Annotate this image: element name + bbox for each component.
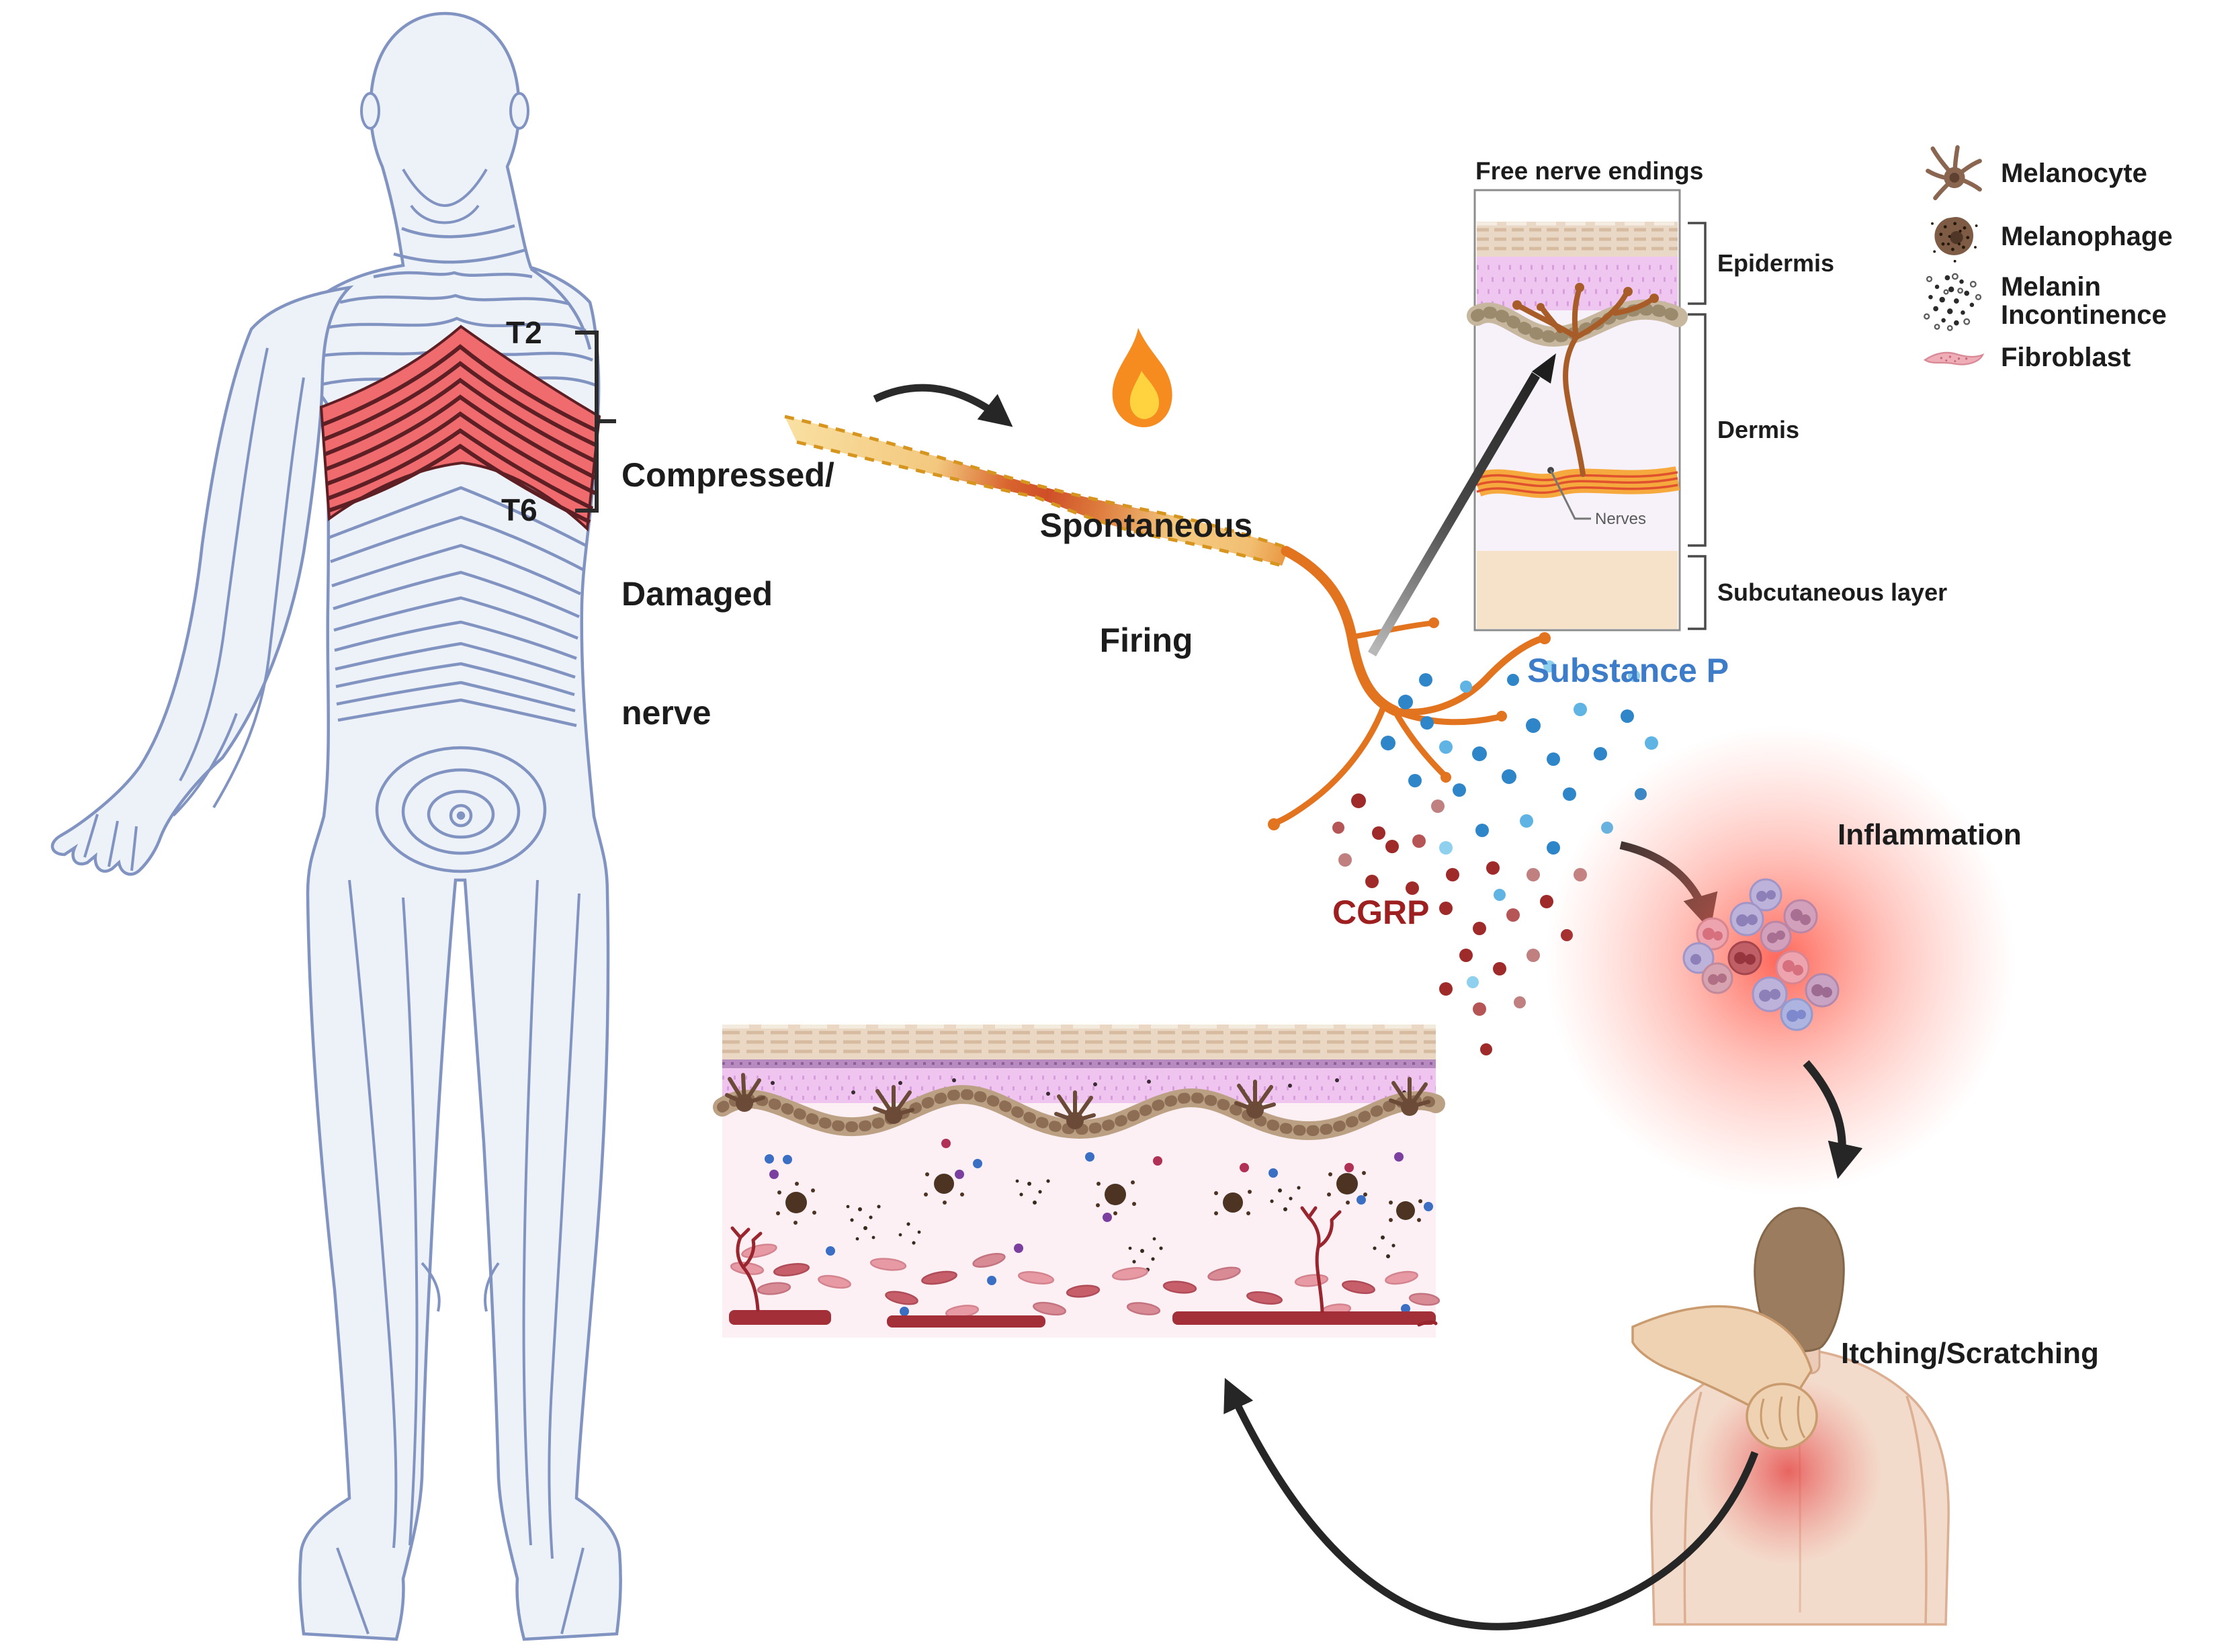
dermis-label: Dermis <box>1717 415 1800 443</box>
leg-dermatome-lines <box>336 879 585 1635</box>
fibroblast-icon <box>1916 339 1991 376</box>
legend: Melanocyte Melanophage <box>1916 142 2236 382</box>
legend-label-melanophage: Melanophage <box>2001 221 2173 251</box>
neck-dermatome-lines <box>373 224 533 279</box>
scratching-hand <box>1746 1383 1818 1450</box>
legend-label-fibroblast: Fibroblast <box>2001 342 2131 372</box>
inflammation-site <box>1545 726 2016 1196</box>
lower-back-dermatome-lines <box>329 486 587 873</box>
epidermis-label: Epidermis <box>1717 249 1835 277</box>
histology-dots <box>765 1139 1433 1316</box>
compressed-line1: Compressed/ <box>621 456 834 494</box>
substance-p-label: Substance P <box>1527 652 1729 689</box>
inflammation-label: Inflammation <box>1838 818 2022 851</box>
firing-line1: Spontaneous <box>1039 507 1253 544</box>
body-figure <box>50 11 622 1641</box>
nerves-pointer <box>1547 467 1591 520</box>
itching-arrow <box>1803 1060 1863 1179</box>
t6-label: T6 <box>501 492 538 527</box>
spontaneous-firing-label: Spontaneous Firing <box>1040 430 1253 698</box>
itching-scratching-label: Itching/Scratching <box>1841 1337 2099 1370</box>
ear-right <box>509 92 529 130</box>
scratching-person <box>1631 1207 1950 1626</box>
body-left-arm <box>50 285 354 876</box>
legend-item-fibroblast: Fibroblast <box>1916 339 2236 376</box>
nerves-label: Nerves <box>1595 510 1647 528</box>
compressed-nerve-label: Compressed/ Damaged nerve <box>621 376 834 773</box>
t2-label: T2 <box>506 315 542 350</box>
melanocyte-icon <box>1916 142 1991 204</box>
cgrp-label: CGRP <box>1332 894 1430 931</box>
damaged-dermatome-band <box>319 324 601 532</box>
legend-item-melanophage: Melanophage <box>1916 210 2236 263</box>
free-nerve-endings-title: Free nerve endings <box>1475 157 1704 185</box>
free-nerve-endings-panel <box>1467 189 1707 632</box>
scratch-red-spot <box>1694 1377 1883 1565</box>
histology-panel <box>713 1025 1445 1338</box>
layer-brackets <box>1688 222 1707 630</box>
legend-label-melanin-incontinence: Melanin Incontinence <box>2001 271 2167 330</box>
subcutaneous-label: Subcutaneous layer <box>1717 578 1948 606</box>
feedback-arrow <box>1223 1378 1759 1631</box>
arm-dermatome-lines <box>83 347 305 871</box>
immune-cells <box>1682 878 1840 1031</box>
flame-icon <box>1112 328 1172 427</box>
legend-item-melanin-incontinence: Melanin Incontinence <box>1916 269 2236 333</box>
histology-melanocytes <box>725 1073 1430 1129</box>
legend-label-melanocyte: Melanocyte <box>2001 158 2147 188</box>
ear-left <box>360 92 380 130</box>
melanin-incontinence-icon <box>1916 269 1991 333</box>
compressed-line2: Damaged <box>621 575 773 613</box>
firing-line2: Firing <box>1099 621 1193 659</box>
histology-melanophages <box>776 1171 1422 1225</box>
compressed-line3: nerve <box>621 694 712 732</box>
legend-item-melanocyte: Melanocyte <box>1916 142 2236 204</box>
panel-arrow <box>1368 353 1556 656</box>
melanin-incontinence-speckles <box>846 1179 1395 1272</box>
melanophage-icon <box>1916 210 1991 263</box>
histology-vessels <box>729 1206 1438 1328</box>
dermatome-bracket <box>575 331 616 513</box>
free-nerve-ending <box>1512 283 1659 477</box>
nerve-fiber-beam <box>784 415 1289 568</box>
histology-fibroblasts <box>730 1244 1440 1318</box>
firing-arrow <box>873 384 1013 427</box>
